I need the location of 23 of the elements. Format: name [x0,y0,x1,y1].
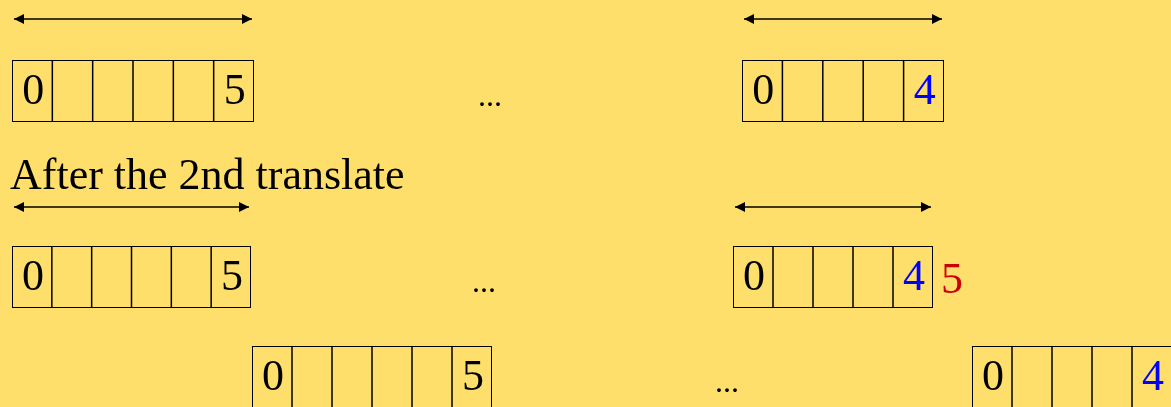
cell-value: 5 [220,250,245,302]
cell-value: 0 [261,350,285,402]
cell-value: 0 [21,64,46,116]
cell-value: 4 [1141,350,1165,402]
array [742,60,944,122]
array [12,60,254,122]
cell-value: 0 [20,250,45,302]
ellipsis: ... [472,262,496,301]
array [733,246,933,308]
cell-value: 0 [751,64,776,116]
cell-value: 5 [461,350,485,402]
cell-value: 5 [941,253,963,305]
cell-value: 0 [981,350,1005,402]
caption-text: After the 2nd translate [10,150,405,200]
ellipsis: ... [478,76,502,115]
array [12,246,251,308]
array [972,346,1171,407]
ellipsis: ... [715,362,739,401]
cell-value: 0 [742,250,766,302]
cell-value: 5 [222,64,247,116]
cell-value: 4 [902,250,926,302]
array [252,346,492,407]
cell-value: 4 [912,64,937,116]
